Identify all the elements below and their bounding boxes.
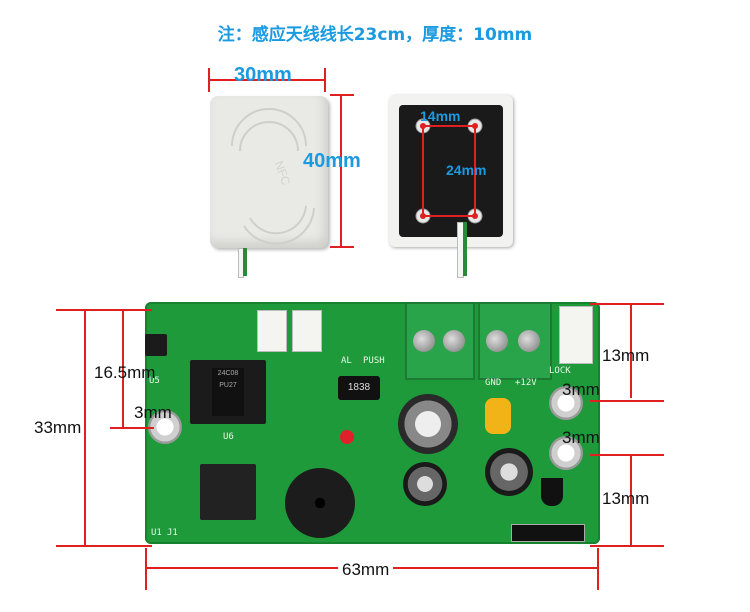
dim-tick-33mm-bottom xyxy=(56,545,152,547)
silk-u5: U5 xyxy=(149,376,160,386)
dim-label-3mm-top-right: 3mm xyxy=(562,380,600,399)
transistor-q xyxy=(541,478,563,506)
dim-tick-33mm-top xyxy=(56,309,152,311)
capacitor-c9 xyxy=(403,462,447,506)
pin-header-rf xyxy=(511,524,585,542)
dim-tick-13mm-top-b xyxy=(590,400,664,402)
jst-connector-right xyxy=(559,306,593,364)
dim-label-3mm-bottom-right: 3mm xyxy=(562,428,600,447)
dim-tick-63mm-left xyxy=(145,548,147,590)
dim-tick-30mm-left xyxy=(208,68,210,92)
dim-label-40mm: 40mm xyxy=(303,150,361,172)
dim-line-13mm-bottom xyxy=(630,455,632,545)
dim-tick-63mm-right xyxy=(597,548,599,590)
dim-line-30mm xyxy=(208,79,326,81)
dim-label-63mm: 63mm xyxy=(338,560,394,580)
dim-tick-13mm-top-a xyxy=(590,303,664,305)
ic-u5 xyxy=(145,334,167,356)
dim-line-13mm-top xyxy=(630,304,632,398)
antenna-back xyxy=(389,95,513,247)
dim-label-30mm: 30mm xyxy=(234,64,292,86)
dim-tick-13mm-bottom-a xyxy=(590,454,664,456)
antenna-back-mounting-holes xyxy=(415,118,483,224)
dim-label-14mm: 14mm xyxy=(420,108,461,124)
dim-tick-16-5mm-bottom xyxy=(110,427,154,429)
dim-label-13mm-top: 13mm xyxy=(602,346,650,365)
mount-hole-bottom-right xyxy=(549,436,583,470)
dim-line-16-5mm xyxy=(122,310,124,428)
terminal-block-right xyxy=(478,302,552,380)
dim-label-13mm-bottom: 13mm xyxy=(602,489,650,508)
silk-gnd: GND xyxy=(485,378,502,388)
silk-u1: U1 xyxy=(151,528,162,538)
antenna-front-wire-green xyxy=(243,248,247,276)
buzzer xyxy=(285,468,355,538)
antenna-front: NFC xyxy=(210,96,328,248)
silk-push: PUSH xyxy=(363,356,385,366)
dim-label-24mm: 24mm xyxy=(446,162,487,178)
terminal-block-left xyxy=(405,302,475,380)
dim-tick-40mm-bottom xyxy=(330,246,354,248)
dim-tick-30mm-right xyxy=(324,68,326,92)
capacitor-large xyxy=(398,394,458,454)
dim-line-40mm xyxy=(340,94,342,248)
ic-mcu-u1 xyxy=(200,464,256,520)
dim-line-33mm xyxy=(84,310,86,546)
dim-label-33mm: 33mm xyxy=(34,418,82,437)
dim-tick-13mm-bottom-b xyxy=(590,545,664,547)
silk-12v: +12V xyxy=(515,378,537,388)
led-red xyxy=(340,430,354,444)
mount-hole-top-right xyxy=(549,386,583,420)
antenna-note: 注：感应天线线长23cm，厚度：10mm xyxy=(217,25,533,45)
silk-al: AL xyxy=(341,356,352,366)
dim-label-16-5mm: 16.5mm xyxy=(94,363,156,382)
nfc-logo-icon xyxy=(231,108,315,245)
jst-connector-1 xyxy=(257,310,287,352)
dim-label-3mm-left: 3mm xyxy=(134,403,172,422)
component-1838: 1838 xyxy=(338,376,380,400)
capacitor-c10 xyxy=(485,448,533,496)
silk-u6: U6 xyxy=(223,432,234,442)
jst-connector-2 xyxy=(292,310,322,352)
silk-lock: LOCK xyxy=(549,366,571,376)
antenna-back-wire-green xyxy=(463,222,467,276)
capacitor-yellow xyxy=(485,398,511,434)
silk-j1: J1 xyxy=(167,528,178,538)
dim-tick-40mm-top xyxy=(330,94,354,96)
